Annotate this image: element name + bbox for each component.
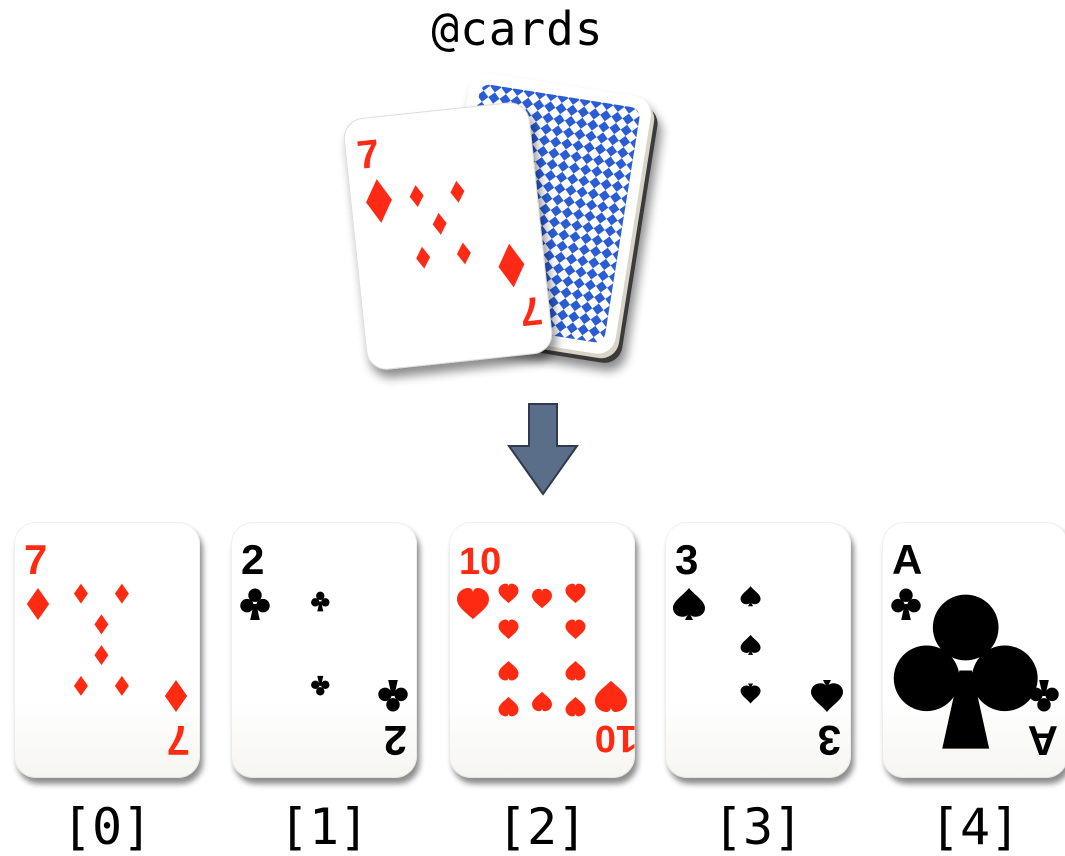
card-2-rank-bottom: 10 [595,717,635,759]
card-3-rank: 3 [675,536,698,583]
card-0-pip-2 [94,614,108,634]
card-0-rank-bottom: 7 [167,717,190,764]
card-3-pip-2 [741,684,761,704]
card-0-pip-3 [94,645,108,665]
card-2-corner-suit-bottom [595,681,627,712]
card-4-pip-0 [894,595,1038,749]
index-label-3: [3] [665,798,851,856]
card-2: 10 10 [449,522,635,778]
card-0-rank: 7 [24,536,47,583]
card-0-pip-1 [115,584,129,604]
index-label-1: [1] [231,798,417,856]
card-2-pip-6 [565,661,585,681]
card-2-pip-4 [565,620,585,640]
deck-top-card: 7 7 [342,101,553,371]
card-4-corner-suit [891,588,920,620]
card-3-face: 33 [665,522,851,778]
card-2-pip-9 [565,697,585,717]
deck-top-rank-bottom: 7 [518,288,545,334]
card-2-pip-5 [499,661,519,681]
card-1-corner-suit [240,588,269,620]
card-3-corner-suit [673,588,705,620]
card-1-rank-bottom: 2 [384,717,407,764]
card-4-rank-bottom: A [1028,717,1058,764]
card-0-corner-suit [27,588,49,620]
card-1-face: 22 [231,522,417,778]
card-2-pip-8 [532,692,552,712]
card-0-corner-suit-bottom [165,680,187,712]
card-3-rank-bottom: 3 [818,717,841,764]
card-1-pip-0 [311,592,329,612]
card-2-rank: 10 [459,541,501,583]
card-0-pip-5 [115,676,129,696]
card-2-pip-3 [499,620,519,640]
card-3-pip-0 [741,586,761,606]
card-2-pip-1 [532,589,552,609]
card-3-pip-1 [741,635,761,655]
card-3-corner-suit-bottom [811,680,843,712]
card-0-pip-4 [74,676,88,696]
card-1-pip-1 [311,676,329,696]
card-0-face: 77 [14,522,200,778]
index-label-4: [4] [882,798,1065,856]
card-4-rank: A [892,536,922,583]
index-label-0: [0] [14,798,200,856]
card-4-face: AA [882,522,1065,778]
card-deck: 7 7 [0,0,1065,400]
down-arrow-icon [505,402,581,498]
card-1-rank: 2 [241,536,264,583]
card-2-pip-2 [565,584,585,604]
index-label-2: [2] [449,798,635,856]
card-0-pip-0 [74,584,88,604]
card-2-pip-7 [499,697,519,717]
deck-top-rank: 7 [355,132,382,178]
card-2-corner-suit [457,588,489,619]
card-2-pip-0 [499,584,519,604]
card-1-corner-suit-bottom [378,680,407,712]
card-2-face: 10 10 [449,522,635,778]
